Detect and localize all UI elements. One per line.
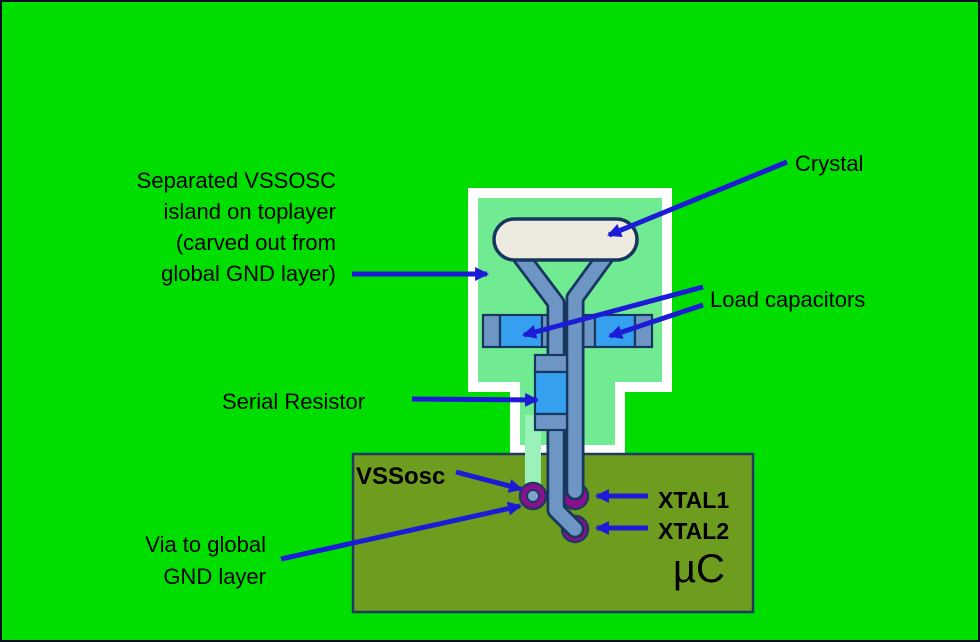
arrow-vssosc: [455, 469, 524, 493]
crystal-body: [492, 217, 639, 262]
arrow-via-gnd: [280, 501, 523, 562]
crystal-label: Crystal: [795, 151, 864, 176]
serial-resistor-label: Serial Resistor: [222, 389, 366, 414]
trace-xtal1: [568, 243, 617, 498]
island-label: Separated VSSOSC island on toplayer (car…: [136, 168, 336, 286]
xtal2-pin-label: XTAL2: [658, 518, 730, 544]
arrow-loadcap-left: [521, 284, 704, 339]
via-gnd-label: Via to global GND layer: [145, 532, 266, 589]
annotation-arrows: [280, 159, 788, 562]
arrow-crystal: [607, 159, 788, 238]
vssosc-strip: [525, 415, 541, 487]
vssosc-pin-label: VSSosc: [356, 463, 446, 490]
arrow-serial-resistor: [411, 392, 540, 407]
via-vssosc-center: [526, 489, 540, 503]
load-capacitors-label: Load capacitors: [710, 287, 866, 312]
serial-resistor-body: [533, 353, 569, 432]
xtal1-pin-label: XTAL1: [658, 487, 730, 513]
arrow-loadcap-right: [608, 302, 704, 339]
microcontroller-label: µC: [673, 547, 725, 591]
